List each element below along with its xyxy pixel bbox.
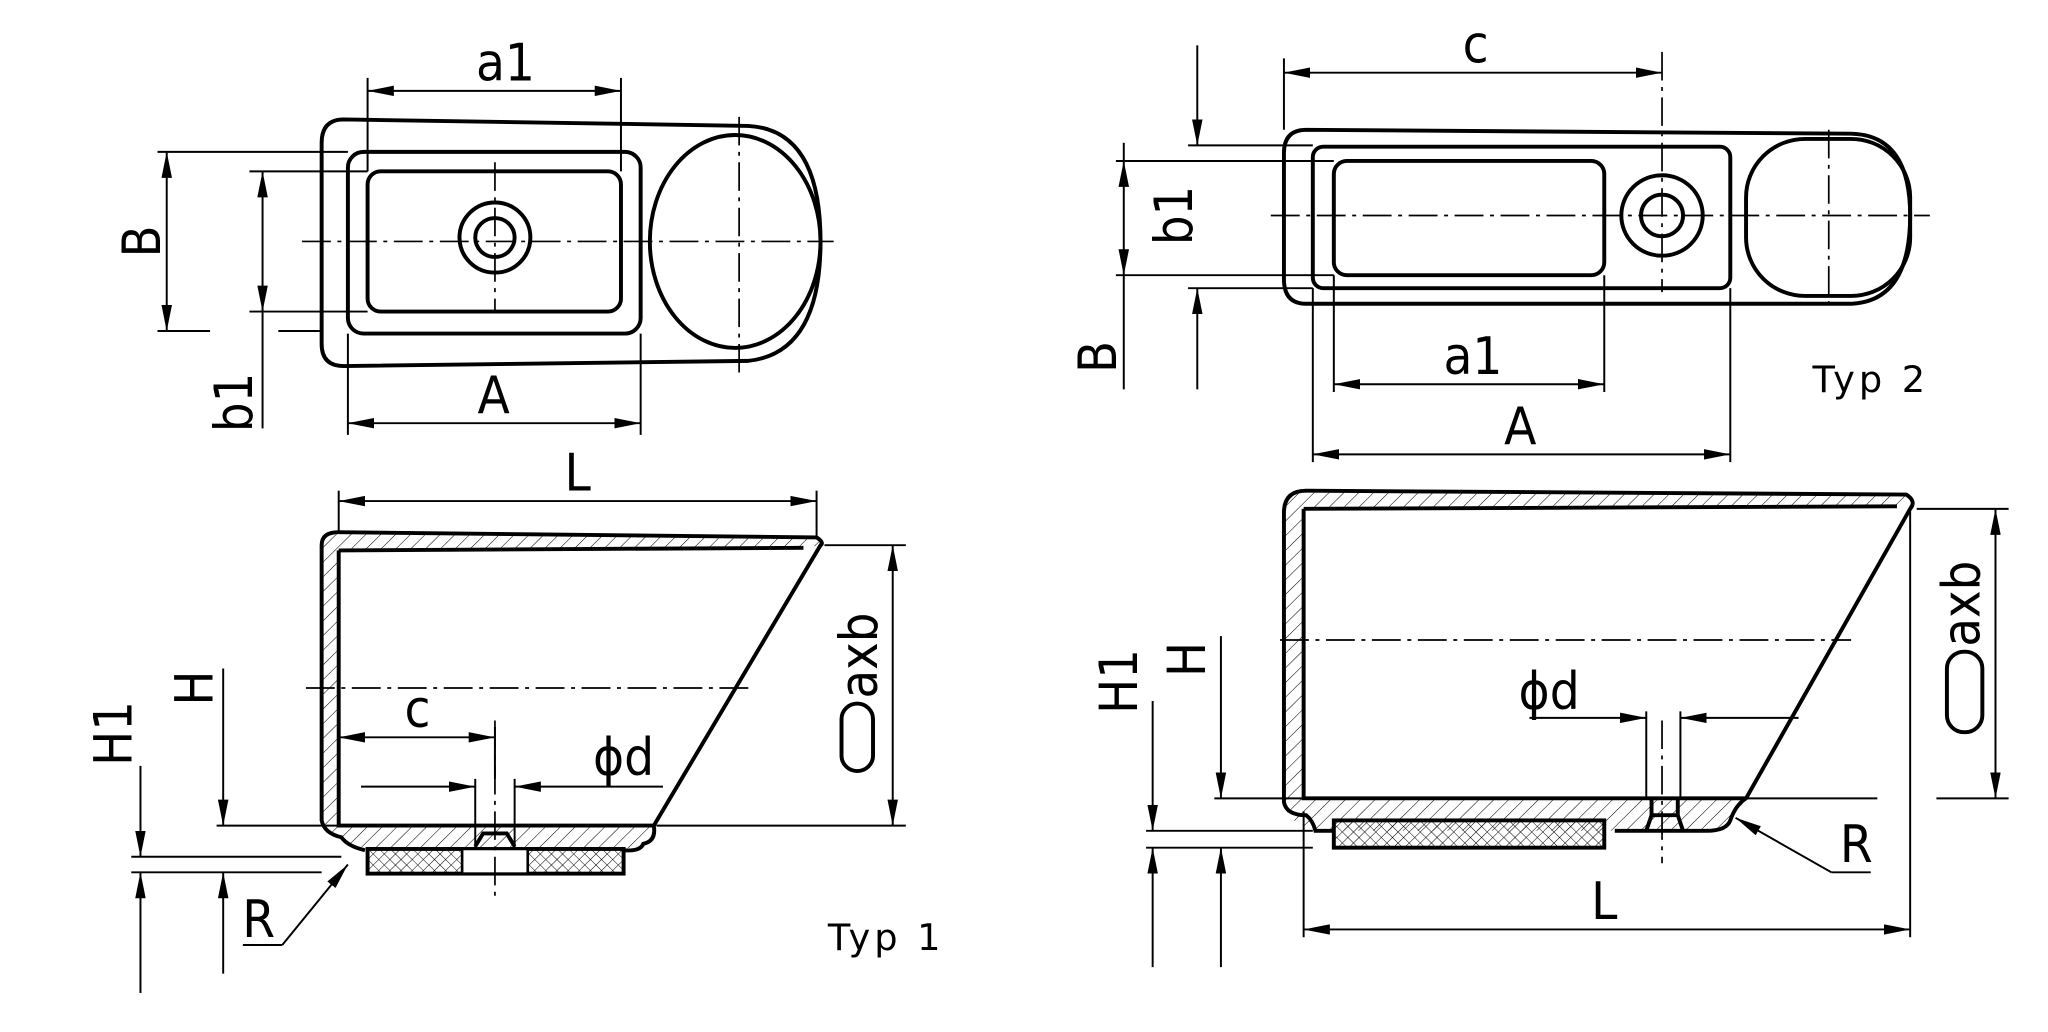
slot-shape-icon (1944, 649, 1985, 735)
typ1-side-view: L axb c ϕd H H1 R Typ 1 (84, 444, 945, 994)
typ1-magnet-recess (345, 149, 643, 336)
label-d: ϕd (1519, 662, 1580, 722)
dim-R (1735, 816, 1832, 874)
typ1-top-view: a1 A B b1 (113, 34, 834, 435)
label-A: A (1504, 397, 1536, 457)
typ2-magnet-face (1331, 159, 1607, 278)
label-H: H (1158, 642, 1218, 677)
label-B: B (113, 225, 173, 257)
typ1-wall-hatch (321, 532, 821, 849)
label-L: L (1591, 872, 1617, 932)
typ2-body-outline (1281, 127, 1913, 306)
label-c: c (404, 680, 430, 740)
dim-R (281, 863, 349, 946)
label-axb: axb (830, 613, 890, 699)
typ2-top-view: c a1 A B b1 Typ 2 (1069, 16, 1930, 463)
typ2-countersink (1644, 798, 1685, 832)
typ2-title: Typ 2 (1811, 358, 1929, 401)
typ2-side-view: ϕd axb L H H1 R (1090, 488, 2009, 968)
typ1-body-outline (319, 117, 823, 369)
label-L: L (564, 444, 590, 504)
label-axb: axb (1932, 561, 1992, 647)
label-a1: a1 (1443, 327, 1502, 387)
typ2-body-section (1281, 488, 1915, 833)
label-d: ϕd (593, 728, 654, 788)
label-A: A (477, 366, 509, 426)
typ1-title: Typ 1 (827, 916, 945, 959)
label-B: B (1069, 341, 1129, 373)
label-a1: a1 (476, 34, 535, 94)
label-H: H (165, 670, 225, 705)
label-R: R (242, 891, 275, 951)
typ2-magnet-recess (1310, 144, 1733, 291)
typ2-wall-hatch (1283, 490, 1911, 831)
label-H1: H1 (84, 701, 144, 766)
label-b1: b1 (1145, 186, 1205, 245)
label-b1: b1 (205, 373, 265, 432)
typ2-magnet (1331, 818, 1607, 850)
label-c: c (1463, 16, 1489, 76)
typ1-body-section (319, 530, 824, 853)
label-H1: H1 (1090, 649, 1150, 714)
slot-shape-icon (839, 701, 875, 774)
label-R: R (1840, 815, 1873, 875)
